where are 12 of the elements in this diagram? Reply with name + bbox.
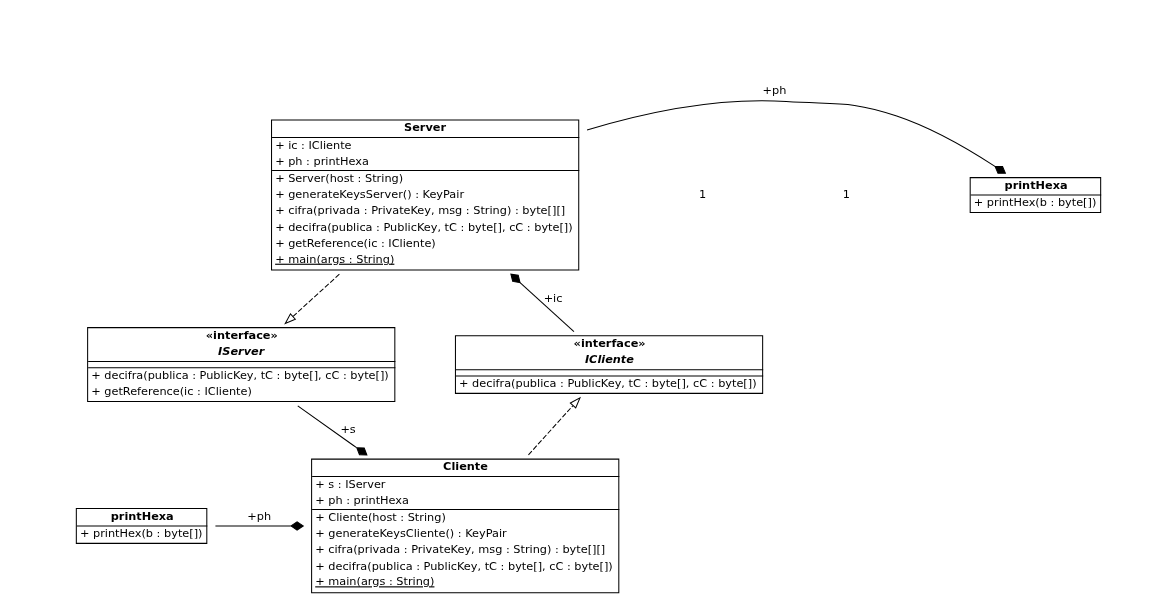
connector (214, 521, 304, 531)
connector (509, 273, 574, 333)
arrow (283, 273, 340, 325)
edge-label: +ph (246, 509, 271, 523)
label: 1 (698, 187, 706, 201)
edge-label: +s (339, 423, 356, 437)
edge-label: +ph (762, 84, 786, 98)
connector (296, 405, 368, 456)
edge-label: +ic (543, 291, 562, 305)
connector (586, 100, 1006, 174)
arrow (527, 396, 581, 456)
label: 1 (842, 187, 850, 201)
